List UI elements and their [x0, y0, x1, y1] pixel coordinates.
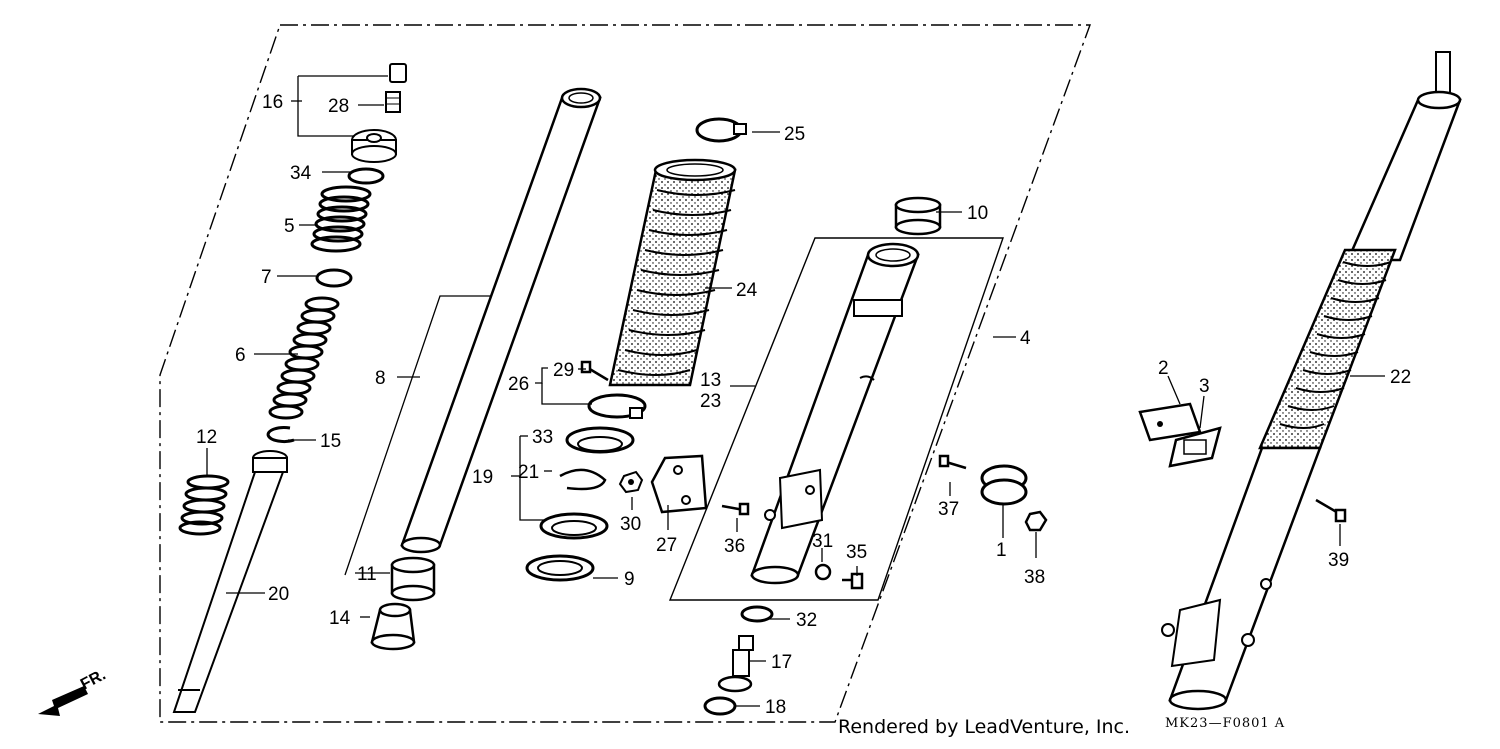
label-23: 23 — [700, 391, 721, 412]
label-5: 5 — [284, 216, 295, 237]
label-2: 2 — [1158, 358, 1169, 379]
part-32-washer — [740, 605, 774, 623]
part-22-fork-assembly — [1161, 51, 1462, 711]
bracket-8 — [344, 295, 490, 576]
label-39: 39 — [1328, 550, 1349, 571]
part-39-bolt — [1315, 498, 1347, 523]
part-13-outer-slider — [750, 242, 920, 585]
label-31: 31 — [812, 531, 833, 552]
label-27: 27 — [656, 535, 677, 556]
part-15-clip — [266, 426, 295, 443]
leader-lines — [206, 75, 1385, 707]
inner-frame-4 — [668, 237, 1004, 601]
part-29-screw — [580, 360, 609, 382]
label-35: 35 — [846, 542, 867, 563]
part-5-spring — [310, 185, 372, 253]
arrow-down-left-icon: FR. — [38, 666, 109, 716]
part-17-clip — [559, 468, 607, 491]
part-14-bushing — [370, 602, 416, 651]
part-33-seal — [565, 426, 635, 454]
label-38: 38 — [1024, 567, 1045, 588]
label-37: 37 — [938, 499, 959, 520]
part-3-bracket — [1168, 426, 1222, 468]
label-3: 3 — [1199, 376, 1210, 397]
part-19-washer — [703, 696, 737, 716]
label-9: 9 — [624, 569, 635, 590]
label-14: 14 — [329, 608, 351, 629]
part-18-cap — [351, 63, 407, 163]
part-7-washer — [315, 268, 353, 288]
label-21: 19 — [472, 467, 493, 488]
label-33: 33 — [532, 427, 553, 448]
part-labels: 16 28 34 5 7 6 12 15 20 8 11 14 25 24 29… — [196, 92, 1411, 718]
label-36: 36 — [724, 536, 745, 557]
part-2-bracket — [1138, 402, 1202, 442]
label-24: 24 — [736, 280, 758, 301]
outer-frame — [159, 24, 1092, 723]
label-20: 20 — [268, 584, 289, 605]
label-12: 12 — [196, 427, 217, 448]
part-26-band — [587, 393, 647, 419]
part-34-ring — [347, 167, 385, 185]
diagram-code: MK23—F0801 A — [1165, 716, 1286, 731]
label-30: 30 — [620, 514, 641, 535]
part-30-nut — [618, 470, 644, 494]
part-11-bushing — [390, 556, 436, 602]
part-12-spring — [178, 474, 230, 536]
label-26: 26 — [508, 374, 529, 395]
label-15: 15 — [320, 431, 341, 452]
label-4: 4 — [1020, 328, 1031, 349]
label-11: 11 — [357, 564, 377, 585]
part-1-clamp — [980, 464, 1028, 506]
label-7: 7 — [261, 267, 272, 288]
label-13: 13 — [700, 370, 721, 391]
label-17: 21 — [518, 462, 539, 483]
label-1: 1 — [996, 540, 1007, 561]
label-22: 22 — [1390, 367, 1411, 388]
part-35-bolt — [842, 572, 864, 590]
label-19: 18 — [765, 697, 786, 718]
part-9-seal — [525, 554, 595, 582]
part-10-bushing — [894, 196, 942, 236]
label-28: 28 — [328, 96, 349, 117]
label-29: 29 — [553, 360, 574, 381]
label-25: 25 — [784, 124, 805, 145]
label-6: 6 — [235, 345, 246, 366]
part-27-clamp — [650, 454, 708, 514]
label-34: 34 — [290, 163, 312, 184]
part-37-bolt — [938, 454, 967, 470]
label-32: 32 — [796, 610, 817, 631]
part-8-inner-tube — [400, 87, 602, 554]
label-10: 10 — [967, 203, 988, 224]
part-25-band — [695, 117, 747, 143]
part-6-spring — [268, 296, 340, 420]
label-8: 8 — [375, 368, 386, 389]
label-18: 16 — [262, 92, 283, 113]
part-38-nut — [1024, 510, 1048, 532]
part-21-seal — [539, 512, 609, 540]
part-24-boot — [608, 158, 737, 387]
label-16: 17 — [771, 652, 792, 673]
part-16-bolt — [717, 635, 754, 693]
credit-text: Rendered by LeadVenture, Inc. — [838, 716, 1131, 738]
part-20-rod — [172, 450, 288, 713]
part-31-washer — [814, 563, 832, 581]
part-36-bolt — [721, 502, 750, 516]
